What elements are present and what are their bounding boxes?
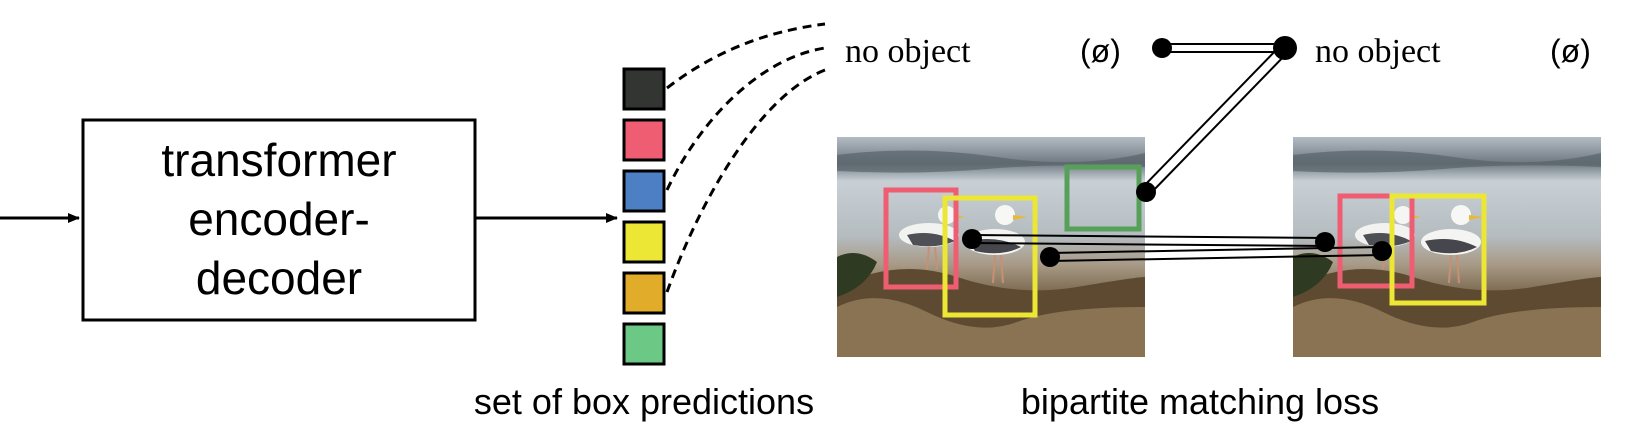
predictions-caption: set of box predictions [474,381,814,422]
match-line-no-object [1139,43,1291,197]
prediction-box-green [622,322,666,366]
prediction-box-red [622,118,666,162]
dashed-connector-orange [665,68,826,293]
gt-box-red [1337,193,1415,289]
match-dot [1315,232,1335,252]
prediction-box-orange [622,271,666,315]
no-object-label-left: no object [845,33,971,70]
no-object-symbol-right: (ø) [1550,33,1591,69]
prediction-photo [836,136,1146,358]
dashed-connector-dark [666,22,826,90]
transformer-label-line2: encoder- [188,193,370,245]
pred-box-yellow [942,195,1038,318]
prediction-set [622,67,666,366]
transformer-label-line1: transformer [161,134,396,186]
no-object-symbol-left: (ø) [1080,33,1121,69]
dashed-connector-blue [665,46,826,191]
pred-box-red [883,187,959,290]
match-dot [1273,36,1297,60]
transformer-block [81,118,477,322]
no-object-label-right: no object [1315,33,1441,70]
match-dot [1152,38,1172,58]
match-dot [962,229,982,249]
match-dot [1136,182,1156,202]
match-dot [1040,247,1060,267]
prediction-box-blue [622,169,666,213]
prediction-box-dark [622,67,666,111]
transformer-label-line3: decoder [196,252,362,304]
matching-caption: bipartite matching loss [1021,381,1379,422]
gt-box-yellow [1389,193,1487,306]
match-dot [1372,241,1392,261]
match-line-red [969,234,1328,247]
prediction-box-yellow [622,220,666,264]
